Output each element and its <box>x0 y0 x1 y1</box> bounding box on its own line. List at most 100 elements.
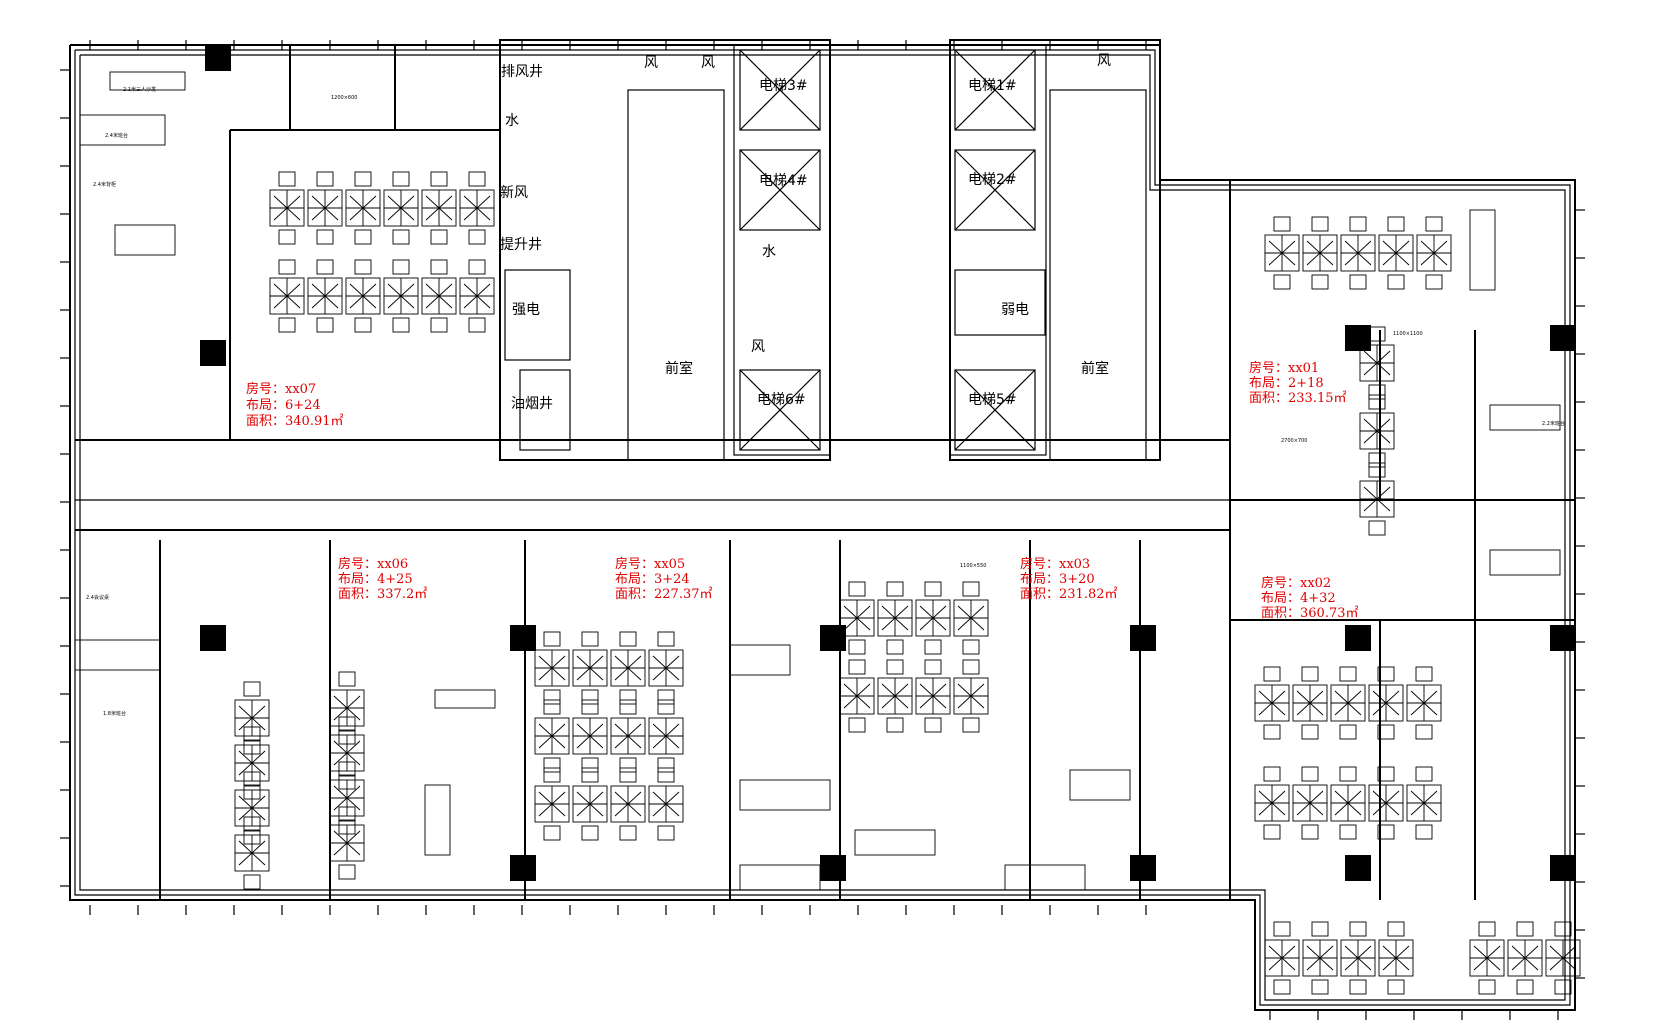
workstation-pod <box>329 806 365 880</box>
shaft <box>519 369 571 451</box>
elevator-car <box>954 369 1036 451</box>
workstation-pod <box>383 259 419 333</box>
office-chair <box>1349 921 1367 937</box>
desk-divider <box>238 705 266 731</box>
office-chair <box>543 699 561 715</box>
workstation-pod <box>648 631 684 705</box>
desk-divider <box>1306 240 1334 266</box>
elevator-car <box>739 49 821 131</box>
desk-divider <box>881 683 909 709</box>
office-chair <box>619 757 637 773</box>
office-chair <box>581 631 599 647</box>
building-structure <box>60 39 1585 1020</box>
label-elevator-6: 电梯6# <box>757 392 806 408</box>
workstation-pod <box>1330 766 1366 840</box>
office-chair <box>1478 921 1496 937</box>
office-chair <box>338 864 356 880</box>
unit-info-xx01: 房号：xx01 布局：2+18 面积：233.15㎡ <box>1249 360 1347 406</box>
desk-divider <box>349 283 377 309</box>
workstation-pod <box>877 581 913 655</box>
office-chair <box>581 767 599 783</box>
workstation-pod <box>572 767 608 841</box>
workstation-pod <box>534 767 570 841</box>
office-chair <box>1311 274 1329 290</box>
label-elevator-5: 电梯5# <box>968 392 1017 408</box>
desk-divider <box>576 791 604 817</box>
workstation-pod <box>1469 921 1505 995</box>
structural-column <box>1130 625 1156 651</box>
furniture-layer <box>74 71 1581 995</box>
elevator-cross <box>954 49 1036 131</box>
workstation-pod <box>307 171 343 245</box>
desk-or-sofa <box>424 784 451 856</box>
office-chair <box>657 699 675 715</box>
workstation-pod <box>459 171 495 245</box>
office-chair <box>1311 921 1329 937</box>
structural-column <box>1345 855 1371 881</box>
office-chair <box>1339 724 1357 740</box>
elevator-car <box>954 149 1036 231</box>
annotation-dimension: 1100×1100 <box>1393 331 1423 337</box>
workstation-pod <box>345 259 381 333</box>
desk-divider <box>652 791 680 817</box>
annotation-dimension: 1200×600 <box>331 95 357 101</box>
workstation-pod <box>234 681 270 755</box>
annotation-desk: 2.4米班台 <box>105 132 128 139</box>
office-chair <box>1368 394 1386 410</box>
elevator-car <box>954 49 1036 131</box>
workstation-pod <box>1302 921 1338 995</box>
workstation-pod <box>648 699 684 773</box>
desk-divider <box>1268 240 1296 266</box>
office-chair <box>924 659 942 675</box>
desk-divider <box>1258 690 1286 716</box>
workstation-pod <box>953 581 989 655</box>
office-chair <box>316 229 334 245</box>
desk-divider <box>919 683 947 709</box>
workstation-pod <box>1368 666 1404 740</box>
desk-divider <box>1334 690 1362 716</box>
office-chair <box>1311 216 1329 232</box>
unit-area: 面积：227.37㎡ <box>615 587 713 602</box>
desk-divider <box>1372 690 1400 716</box>
workstation-pod <box>839 659 875 733</box>
desk-divider <box>1420 240 1448 266</box>
unit-info-xx05: 房号：xx05 布局：3+24 面积：227.37㎡ <box>615 556 713 602</box>
workstation-pod <box>1340 216 1376 290</box>
desk-divider <box>576 655 604 681</box>
office-chair <box>848 639 866 655</box>
office-chair <box>1387 274 1405 290</box>
office-chair <box>354 259 372 275</box>
desk-divider <box>387 283 415 309</box>
desk-divider <box>1382 240 1410 266</box>
workstation-pod <box>1359 394 1395 468</box>
office-chair <box>392 171 410 187</box>
workstation-pod <box>269 259 305 333</box>
workstation-pod <box>1254 666 1290 740</box>
desk-or-sofa <box>1469 209 1496 291</box>
desk-divider <box>1296 790 1324 816</box>
desk-divider <box>349 195 377 221</box>
structural-column <box>510 855 536 881</box>
office-chair <box>924 717 942 733</box>
workstation-pod <box>953 659 989 733</box>
desk-or-sofa <box>729 644 791 676</box>
office-chair <box>430 229 448 245</box>
unit-room-number: 房号：xx03 <box>1020 556 1090 572</box>
office-chair <box>657 689 675 705</box>
desk-divider <box>652 655 680 681</box>
exterior-wall <box>79 54 1566 1001</box>
office-chair <box>619 689 637 705</box>
desk-divider <box>238 750 266 776</box>
office-chair <box>581 825 599 841</box>
desk-divider <box>387 195 415 221</box>
unit-layout: 布局：4+25 <box>338 572 413 587</box>
desk-divider <box>463 283 491 309</box>
stair-shaft <box>627 89 725 461</box>
office-chair <box>581 689 599 705</box>
office-chair <box>468 229 486 245</box>
desk-divider <box>1473 945 1501 971</box>
unit-room-number: 房号：xx07 <box>246 381 316 397</box>
elevator-cross <box>739 149 821 231</box>
workstation-pod <box>234 816 270 890</box>
